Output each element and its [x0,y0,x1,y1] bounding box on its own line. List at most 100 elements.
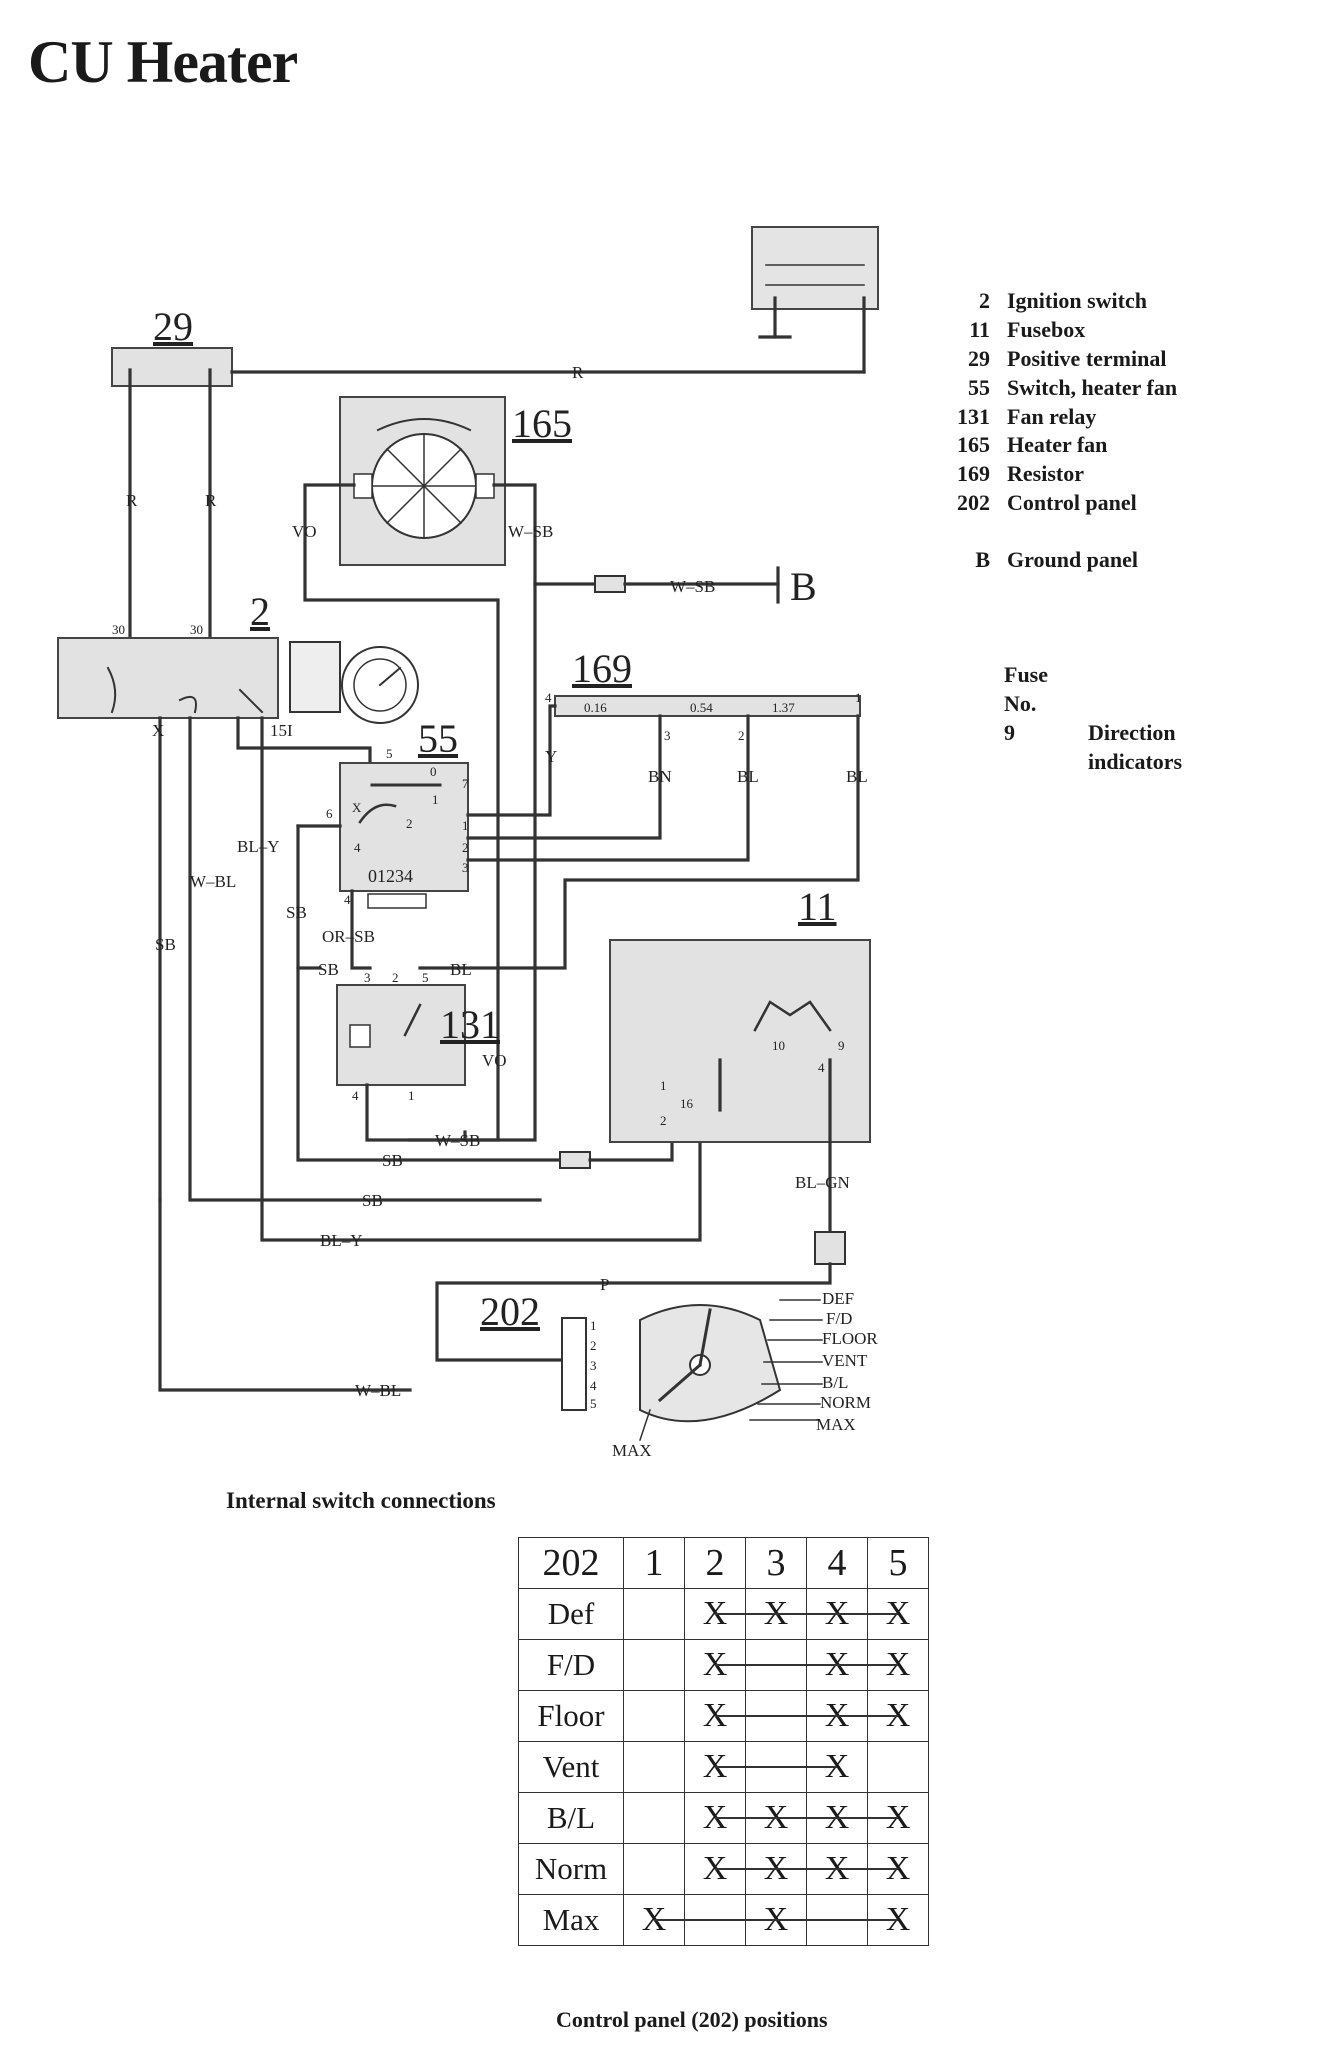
legend-number: 169 [957,461,990,486]
legend-text: Fan relay [1007,404,1097,429]
table-cell [623,1588,685,1640]
table-row-label: B/L [518,1792,624,1844]
wire-label: BN [648,767,672,786]
wire-label: SB [362,1191,383,1210]
legend-text: Control panel [1007,490,1137,515]
terminal-label: 5 [590,1396,597,1411]
table-cell [867,1741,929,1793]
fuse-legend: Fuse No. 9 Direction indicators [1004,660,1182,774]
terminal-label: 6 [326,806,333,821]
wire-label: OR–SB [322,927,375,946]
fuse-number: 9 [1004,720,1015,745]
terminal-label: 2 [738,728,745,743]
legend-number: 202 [957,490,990,515]
terminal-label: 5 [386,746,393,761]
wire-label: W–SB [670,577,715,596]
fuse-number: 9 [838,1038,845,1053]
label-131: 131 [440,1002,500,1047]
legend-text: Resistor [1007,461,1084,486]
resistor-value: 1.37 [772,700,795,715]
terminal-label: 0 [430,764,437,779]
legend-number: 2 [979,288,990,313]
control-panel-caption: Control panel (202) positions [556,2007,828,2032]
label-2: 2 [250,589,270,634]
table-cell [623,1639,685,1691]
terminal-label: 3 [462,860,469,875]
table-cell [623,1741,685,1793]
terminal-label: 7 [462,776,469,791]
position-label: F/D [826,1309,852,1328]
terminal-label: 4 [818,1060,825,1075]
wire-label: R [572,363,584,382]
page-title: CU Heater [28,29,298,95]
table-cell [623,1690,685,1742]
table-row-label: Vent [518,1741,624,1793]
switch-positions: 01234 [368,866,413,886]
fuse-heading: Fuse [1004,662,1048,687]
table-cell [623,1843,685,1895]
wire-label: R [205,491,217,510]
terminal-label: 2 [590,1338,597,1353]
table-cell [623,1792,685,1844]
terminal-label: 1 [432,792,439,807]
table-row-label: Norm [518,1843,624,1895]
legend-text: Fusebox [1007,317,1086,342]
resistor-value: 0.16 [584,700,607,715]
wire-label: W–SB [435,1131,480,1150]
label-169: 169 [572,646,632,691]
terminal-label: 4 [352,1088,359,1103]
terminal-label: 4 [344,892,351,907]
legend-text: Switch, heater fan [1007,375,1178,400]
table-row-label: F/D [518,1639,624,1691]
legend-text: Heater fan [1007,432,1108,457]
position-label: FLOOR [822,1329,878,1348]
wire-label: BL–Y [320,1231,363,1250]
wire-label: SB [286,903,307,922]
fuse-number: 10 [772,1038,785,1053]
table-header-cell: 4 [806,1537,868,1589]
connection-line [654,1919,898,1921]
position-label: B/L [822,1373,848,1392]
wire-label: BL [846,767,868,786]
wire-label: W–BL [190,872,236,891]
connection-line [715,1868,898,1870]
legend-number: 165 [957,432,990,457]
wire-label: SB [382,1151,403,1170]
wire-label: Y [545,747,557,766]
terminal-label: X [352,800,362,815]
label-202: 202 [480,1289,540,1334]
fuse-description: Direction indicators [1088,720,1183,774]
terminal-label: 5 [422,970,429,985]
connection-line [715,1715,898,1717]
terminal-label: 1 [660,1078,667,1093]
terminal-label: 1 [462,818,469,833]
wire-label: BL [450,960,472,979]
table-row-label: Max [518,1894,624,1946]
legend-number: 131 [957,404,990,429]
legend-number: 29 [968,346,990,371]
terminal-label: 4 [545,690,552,705]
terminal-label: 3 [590,1358,597,1373]
terminal-label: 2 [462,840,469,855]
position-label: MAX [816,1415,856,1434]
label-ground-B: B [790,564,817,609]
terminal-label: 2 [660,1113,667,1128]
position-label: DEF [822,1289,854,1308]
connection-line [715,1766,837,1768]
wire-label: BL–Y [237,837,280,856]
table-cell: X [867,1639,929,1691]
label-55: 55 [418,716,458,761]
legend-number: B [975,547,990,572]
terminal-label: 4 [590,1378,597,1393]
position-label: MAX [612,1441,652,1460]
table-header-cell: 5 [867,1537,929,1589]
label-11: 11 [798,884,837,929]
connection-line [715,1613,898,1615]
connection-line [715,1664,898,1666]
label-165: 165 [512,401,572,446]
legend-text: Positive terminal [1007,346,1167,371]
wire-label: VO [482,1051,507,1070]
table-header-cell: 202 [518,1537,624,1589]
